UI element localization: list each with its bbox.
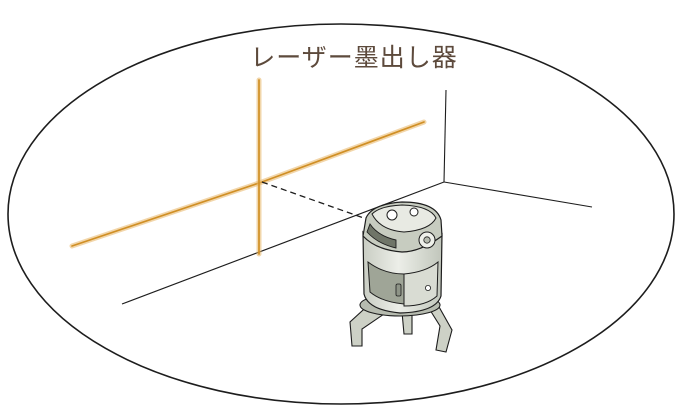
diagram-title: レーザー墨出し器 [250, 43, 458, 72]
device-switch-icon [395, 283, 402, 297]
top-button-icon [409, 207, 419, 217]
dial-center-icon [423, 236, 431, 244]
wall-corner-line [443, 89, 447, 183]
room-walls [121, 89, 593, 305]
top-knob-icon [386, 209, 398, 221]
device-side-panel [403, 260, 439, 307]
laser-window-icon [366, 223, 397, 249]
device-indicator-icon [424, 284, 431, 291]
view-ellipse [7, 23, 675, 405]
laser-marker-device [349, 201, 453, 353]
right-floor-line [443, 181, 593, 208]
left-floor-line [121, 181, 445, 305]
